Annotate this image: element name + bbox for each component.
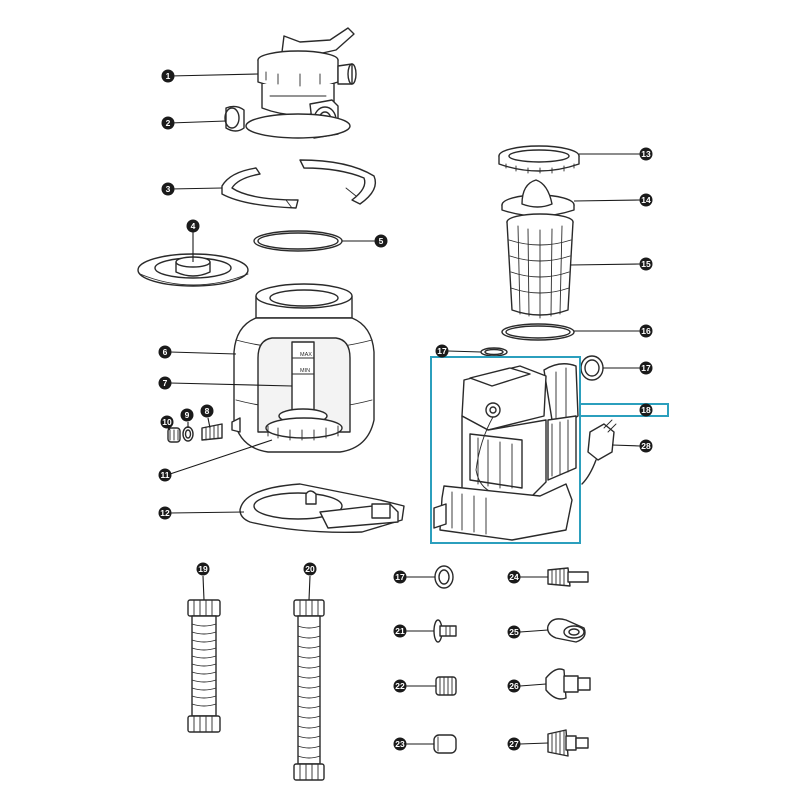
callout-7: 7 [158, 376, 172, 390]
callout-4: 4 [186, 219, 200, 233]
callout-17-fitting: 17 [393, 570, 407, 584]
hose-adapter-barb [433, 619, 457, 643]
strainer-connector-clip [546, 618, 586, 643]
min-marking: MIN [300, 368, 310, 374]
pump-highlight-box [430, 356, 581, 544]
svg-text:11: 11 [161, 470, 170, 480]
callout-6: 6 [158, 345, 172, 359]
hose-long [293, 599, 325, 781]
svg-text:22: 22 [395, 681, 405, 691]
svg-text:26: 26 [509, 681, 519, 691]
svg-text:5: 5 [379, 236, 384, 246]
callout-8: 8 [200, 404, 214, 418]
valve-clamp [221, 159, 377, 209]
svg-text:16: 16 [641, 326, 651, 336]
svg-text:17: 17 [437, 346, 447, 356]
strainer-basket [506, 213, 574, 319]
svg-text:6: 6 [163, 347, 168, 357]
svg-text:24: 24 [509, 572, 519, 582]
callout-16: 16 [639, 324, 653, 338]
callout-18: 18 [639, 403, 653, 417]
strainer-lid [501, 179, 575, 217]
side-o-ring [580, 355, 604, 381]
threaded-connector [435, 676, 457, 696]
max-marking: MAX [300, 352, 312, 358]
svg-text:23: 23 [395, 739, 405, 749]
svg-text:21: 21 [395, 626, 405, 636]
callout-26: 26 [507, 679, 521, 693]
o-ring-small [434, 565, 454, 589]
svg-text:8: 8 [205, 406, 210, 416]
svg-text:1: 1 [166, 71, 171, 81]
pump-highlight-tab [580, 403, 669, 417]
callout-3: 3 [161, 182, 175, 196]
small-o-ring-top [480, 347, 508, 357]
svg-text:19: 19 [198, 564, 208, 574]
pump-o-ring [501, 323, 575, 341]
svg-text:20: 20 [305, 564, 315, 574]
callout-19: 19 [196, 562, 210, 576]
callout-25: 25 [507, 625, 521, 639]
callout-11: 11 [158, 468, 172, 482]
svg-text:25: 25 [509, 627, 519, 637]
svg-text:13: 13 [641, 149, 651, 159]
pump-motor [433, 363, 579, 541]
strainer-lid-ring [498, 145, 580, 174]
svg-text:10: 10 [162, 417, 172, 427]
svg-text:28: 28 [641, 441, 651, 451]
svg-text:27: 27 [509, 739, 519, 749]
strainer-grid-adapter [547, 567, 589, 587]
callout-27: 27 [507, 737, 521, 751]
callout-15: 15 [639, 257, 653, 271]
step-down-adapter [545, 668, 591, 700]
callout-21: 21 [393, 624, 407, 638]
callout-1: 1 [161, 69, 175, 83]
cap-plug [433, 734, 457, 754]
multiport-valve [224, 27, 357, 139]
callout-28: 28 [639, 439, 653, 453]
svg-text:14: 14 [641, 195, 651, 205]
svg-text:2: 2 [166, 118, 171, 128]
callout-12: 12 [158, 506, 172, 520]
threaded-hose-adapter [547, 729, 589, 757]
callout-20: 20 [303, 562, 317, 576]
tank-base [239, 483, 405, 533]
callout-23: 23 [393, 737, 407, 751]
hose-short [187, 599, 221, 733]
svg-text:17: 17 [641, 363, 651, 373]
callout-22: 22 [393, 679, 407, 693]
svg-text:9: 9 [185, 410, 190, 420]
svg-text:3: 3 [166, 184, 171, 194]
callout-2: 2 [161, 116, 175, 130]
callout-9: 9 [180, 408, 194, 422]
tank-o-ring [253, 230, 343, 252]
power-plug [581, 419, 617, 485]
svg-text:15: 15 [641, 259, 651, 269]
callout-17-side: 17 [639, 361, 653, 375]
svg-text:12: 12 [160, 508, 170, 518]
filter-tank: MAX MIN [231, 283, 375, 453]
callout-17-top: 17 [435, 344, 449, 358]
callout-13: 13 [639, 147, 653, 161]
svg-text:7: 7 [163, 378, 168, 388]
callout-24: 24 [507, 570, 521, 584]
leader-lines [167, 73, 641, 745]
callout-5: 5 [374, 234, 388, 248]
drain-plug-assembly [167, 423, 223, 443]
svg-text:18: 18 [641, 405, 651, 415]
callout-10: 10 [160, 415, 174, 429]
callout-14: 14 [639, 193, 653, 207]
svg-text:4: 4 [191, 221, 196, 231]
svg-text:17: 17 [395, 572, 405, 582]
